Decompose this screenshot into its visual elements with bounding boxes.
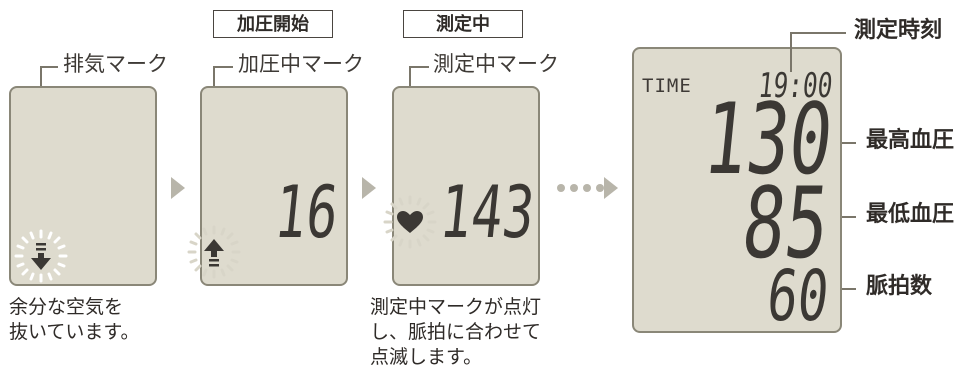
chevron-right-icon <box>171 177 185 199</box>
stage-pressurizing: 加圧開始 <box>213 10 333 38</box>
time-label: TIME <box>642 75 692 97</box>
lcd-panel-pressurizing: 16 <box>187 86 348 286</box>
dots-arrow-icon <box>557 177 618 199</box>
stage-measuring: 測定中 <box>403 10 523 38</box>
measuring-caption: 測定中マークが点灯 し、脈拍に合わせて 点滅します。 <box>370 296 542 368</box>
lcd-panel-result: TIME 19:00 130 85 60 <box>632 47 842 337</box>
exhaust-mark-label: 排気マーク <box>63 52 168 76</box>
pressurize-value: 16 <box>271 170 343 254</box>
exhaust-leader-h <box>40 66 58 68</box>
pressurize-icon-group <box>187 225 241 279</box>
pulse-leader <box>842 288 856 290</box>
exhaust-icon-group <box>14 229 68 283</box>
heart-icon <box>397 211 423 233</box>
measure-time-label: 測定時刻 <box>854 18 943 43</box>
lcd-panel-exhaust <box>9 86 157 286</box>
systolic-label: 最高血圧 <box>866 128 955 153</box>
measure-time-leader-h <box>790 32 846 34</box>
exhaust-caption: 余分な空気を 抜いています。 <box>9 296 140 343</box>
pressurize-mark-label: 加圧中マーク <box>238 52 364 76</box>
measuring-icon-group <box>383 195 437 249</box>
pressurize-leader-h <box>213 66 233 68</box>
pulse-label: 脈拍数 <box>866 274 933 299</box>
lcd-panel-measuring: 143 <box>383 86 540 286</box>
measure-value: 143 <box>436 170 539 254</box>
chevron-right-icon <box>362 177 376 199</box>
measure-time-leader-v <box>790 32 792 72</box>
systolic-leader <box>842 142 856 144</box>
diastolic-label: 最低血圧 <box>866 202 955 227</box>
up-arrow-icon <box>204 239 224 267</box>
pulse-value: 60 <box>763 255 833 337</box>
measuring-leader-h <box>409 66 429 68</box>
down-arrow-icon <box>31 243 51 270</box>
diastolic-leader <box>842 216 856 218</box>
measuring-mark-label: 測定中マーク <box>433 52 559 76</box>
